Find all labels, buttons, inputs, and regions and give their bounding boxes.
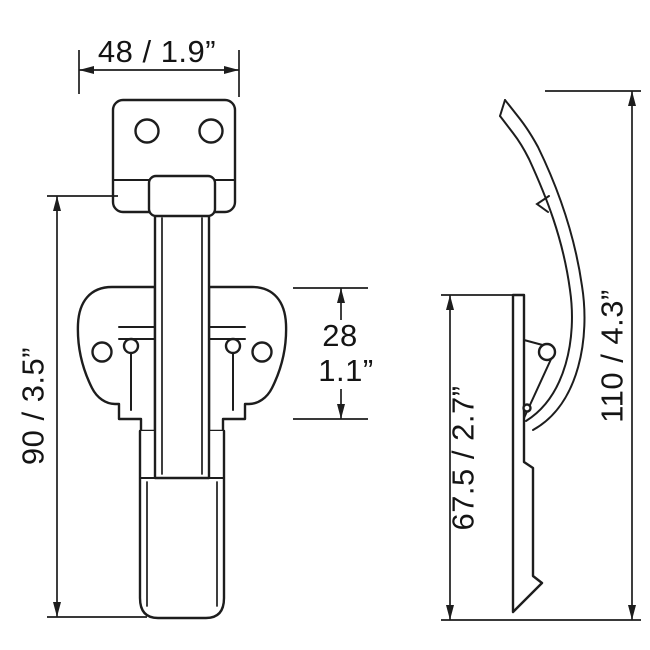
wing-hole-right: [251, 341, 273, 363]
wing-left: [76, 285, 157, 433]
dim-side-lower-height: 67.5 / 2.7”: [441, 294, 641, 621]
lever-outer-curve: [504, 99, 586, 431]
pivot-rivet: [522, 403, 532, 413]
bracket-hole-right: [198, 118, 224, 144]
dim-body-height: 28 1.1”: [293, 287, 373, 420]
hinge-block: [147, 174, 217, 218]
lever-inner-curve: [499, 115, 573, 422]
wing-right: [207, 285, 288, 433]
wing-hole-left: [91, 341, 113, 363]
dim-side-total-height: 110 / 4.3”: [545, 90, 641, 620]
dim-bracket-width-label: 48 / 1.9”: [98, 34, 216, 69]
rivet-right: [224, 337, 242, 355]
latch-strap: [153, 212, 211, 480]
dim-front-height: 90 / 3.5”: [16, 195, 147, 618]
dim-side-total-label: 110 / 4.3”: [595, 289, 630, 423]
side-view: [499, 99, 586, 614]
lever-nub: [535, 195, 550, 213]
dim-bracket-width: 48 / 1.9”: [78, 34, 240, 97]
dim-body-height-label-mm: 28: [322, 318, 357, 353]
dim-body-height-label-inch: 1.1”: [318, 353, 373, 388]
front-view: [76, 98, 288, 620]
rivet-left: [122, 337, 140, 355]
pivot-hole: [537, 342, 557, 362]
dim-side-lower-label: 67.5 / 2.7”: [446, 385, 481, 530]
lever-tip-cap: [499, 99, 506, 117]
bracket-hole-left: [134, 118, 160, 144]
dim-front-height-label: 90 / 3.5”: [16, 347, 51, 465]
side-plate: [511, 293, 544, 614]
